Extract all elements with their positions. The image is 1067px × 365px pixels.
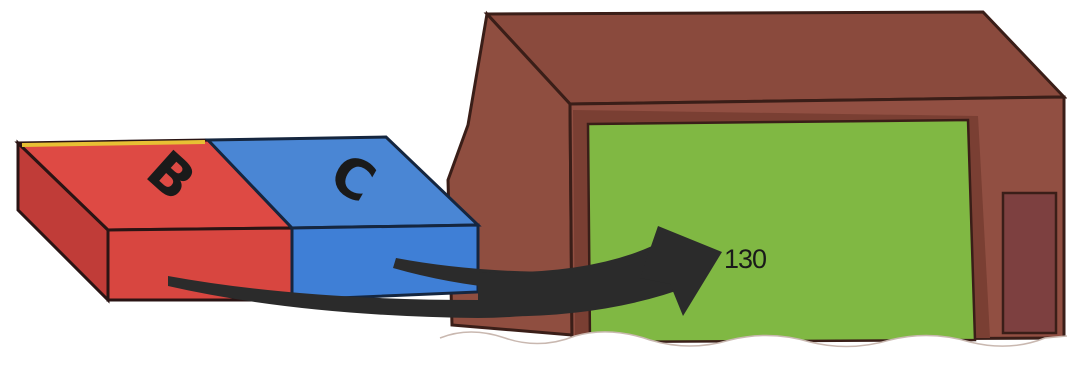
garage-roof	[487, 12, 1064, 104]
side-door	[1003, 193, 1056, 333]
block-c-front	[292, 225, 478, 300]
garage-door-interior	[588, 120, 975, 342]
block-group: B C	[18, 137, 478, 300]
arrow-count-label: 130	[724, 244, 766, 274]
